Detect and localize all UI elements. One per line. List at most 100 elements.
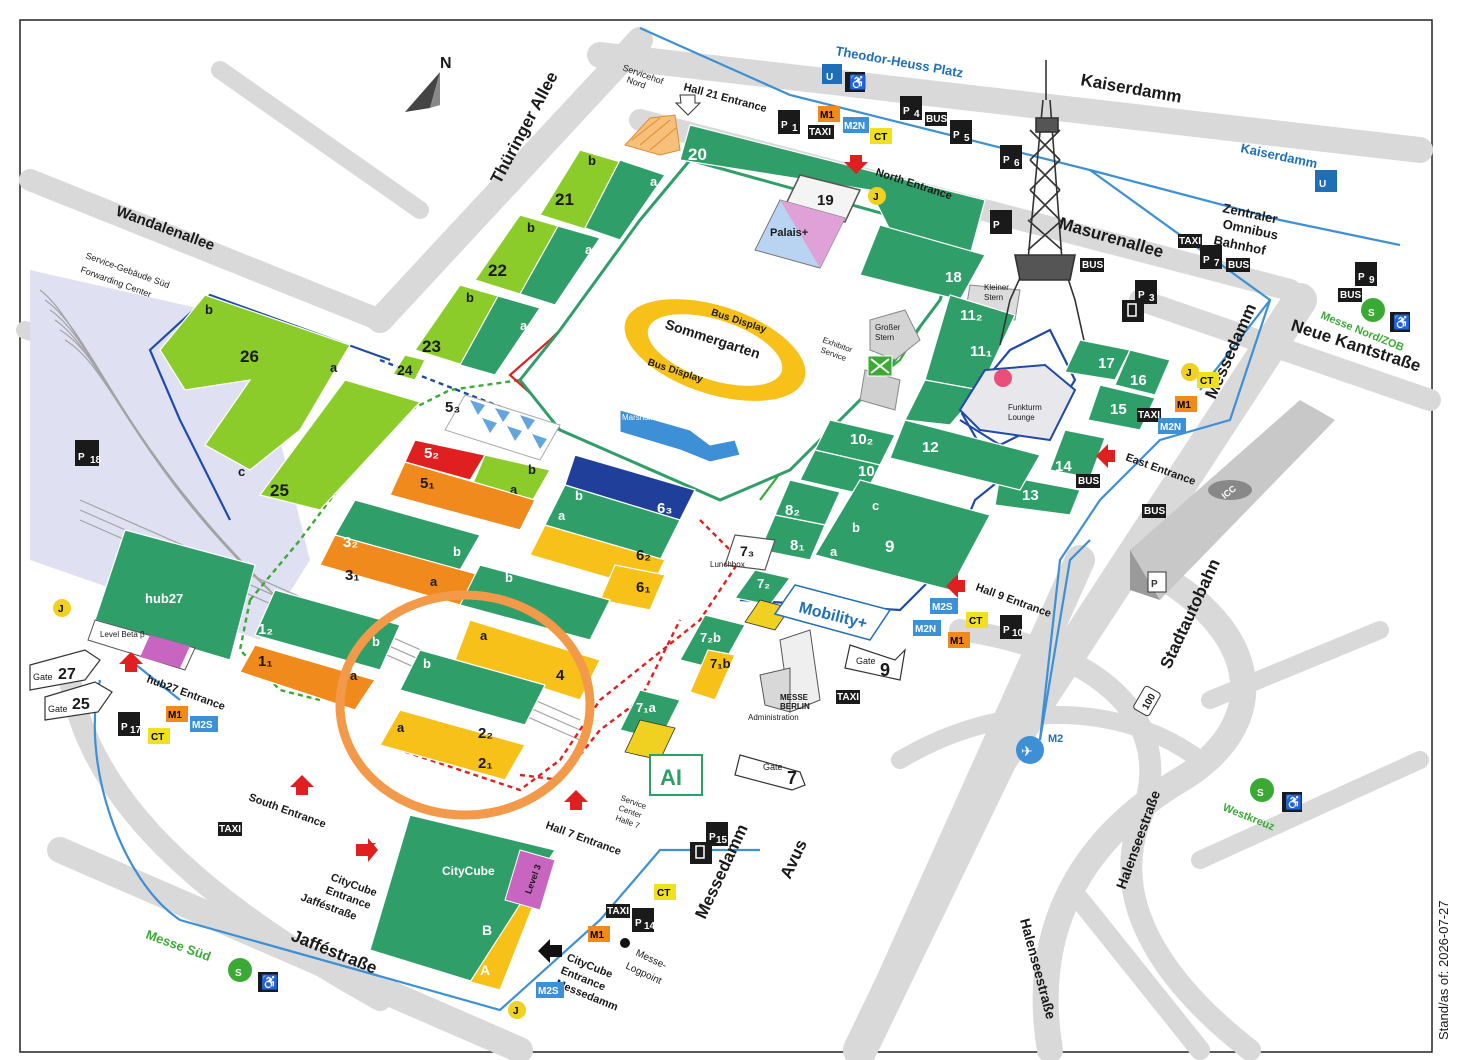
hall-6[interactable]: 6₃ b a 6₂ 6₁	[529, 454, 696, 611]
parking-1-icon[interactable]: P 1	[778, 110, 800, 134]
svg-text:P: P	[709, 832, 716, 843]
parking-17-icon[interactable]: P 17	[118, 712, 142, 736]
gate-9[interactable]: Gate 9	[844, 644, 906, 681]
svg-text:25: 25	[72, 696, 90, 713]
hall-14[interactable]: 14	[1049, 429, 1106, 479]
parking-7-icon[interactable]: P 7	[1200, 245, 1222, 269]
palais-plus[interactable]: Palais+	[754, 199, 846, 269]
bus-messe-nord-icon[interactable]: BUS	[1338, 288, 1362, 302]
hall-25[interactable]: 25	[258, 379, 422, 511]
taxi-gate9-icon[interactable]: TAXI	[836, 690, 860, 704]
parking-10-icon[interactable]: P 10	[1000, 615, 1024, 639]
hall-26[interactable]: 26 b a c	[159, 294, 351, 479]
citytour-ct-north-icon[interactable]: CT	[870, 128, 892, 144]
bus-masurenallee-icon[interactable]: BUS	[1080, 258, 1104, 272]
parking-18-icon[interactable]: P 18	[75, 440, 102, 466]
parking-icc-icon[interactable]: P	[1147, 571, 1167, 593]
svg-text:P: P	[1138, 290, 1145, 301]
svg-text:7₂: 7₂	[757, 576, 770, 591]
svg-text:17: 17	[1098, 355, 1115, 372]
bus-m2n-north-icon[interactable]: M2N	[843, 117, 869, 133]
svg-text:♿: ♿	[261, 974, 278, 991]
taxi-zob-icon[interactable]: TAXI	[1178, 234, 1202, 248]
svg-text:M1: M1	[168, 710, 182, 721]
hall-8[interactable]: 8₂ 8₁	[759, 479, 841, 561]
bus-zob-icon[interactable]: BUS	[1226, 258, 1250, 272]
marshall-haus[interactable]: Marshall-Haus	[619, 409, 741, 463]
svg-text:S: S	[235, 968, 242, 979]
svg-text:M2N: M2N	[1160, 422, 1181, 433]
hall-12[interactable]: 12	[889, 419, 1041, 491]
citytour-ct-hub27-icon[interactable]: CT	[148, 728, 170, 744]
svg-text:23: 23	[422, 337, 441, 356]
citytour-ct-citycube-icon[interactable]: CT	[654, 884, 676, 900]
hall-16[interactable]: 16	[1114, 349, 1171, 396]
parking-14-icon[interactable]: P 14	[632, 908, 656, 932]
hall-2[interactable]: 2₂ 2₁ b a a	[379, 649, 546, 781]
gate-25[interactable]: Gate 25	[44, 681, 113, 721]
bus-m2n-east-icon[interactable]: M2N	[1158, 418, 1186, 434]
svg-text:B: B	[482, 922, 492, 938]
parking-15-icon[interactable]: P 15	[690, 822, 728, 864]
sbahn-messe-sued-icon[interactable]: S ♿	[228, 958, 278, 992]
sbahn-messe-nord-icon[interactable]: S ♿	[1361, 298, 1410, 332]
parking-6-icon[interactable]: P 6	[1000, 145, 1022, 169]
hall-11[interactable]: 11₂ 11₁	[904, 294, 1016, 426]
svg-text:b: b	[852, 520, 860, 535]
tram-m1-east-icon[interactable]: M1	[1175, 396, 1197, 412]
hall-3[interactable]: 3₂ 3₁ b a	[319, 499, 481, 606]
hall-18[interactable]: 18	[859, 224, 986, 301]
sbahn-westkreuz-icon[interactable]: S ♿	[1250, 778, 1302, 812]
bus-4-icon[interactable]: BUS	[925, 112, 947, 126]
sommergarten[interactable]: Sommergarten Bus Display Bus Display	[611, 278, 820, 422]
gate-7[interactable]: Gate 7	[734, 754, 806, 791]
svg-text:P: P	[993, 220, 1000, 231]
parking-5-icon[interactable]: P 5	[950, 120, 972, 144]
parking-4-icon[interactable]: P 4	[900, 96, 922, 120]
tram-m1-citycube-icon[interactable]: M1	[588, 926, 610, 942]
gate-27[interactable]: Gate 27	[29, 649, 101, 691]
tram-m1-hub27-icon[interactable]: M1	[166, 706, 188, 722]
ubahn-kaiserdamm-icon[interactable]: U	[1315, 170, 1337, 192]
hall-10[interactable]: 10₂ 10₁	[799, 419, 896, 496]
svg-text:A: A	[480, 962, 490, 978]
hall-24[interactable]: 24	[392, 354, 426, 381]
bus-m2-airport-icon[interactable]: ✈ M2	[1016, 733, 1063, 764]
citytour-ct-east-icon[interactable]: CT	[1197, 372, 1219, 388]
hall-23[interactable]: 23 b a	[414, 284, 541, 376]
hall-17[interactable]: 17	[1064, 339, 1131, 381]
hall-4[interactable]: b a 4	[454, 564, 611, 701]
parking-2-icon[interactable]: P	[990, 210, 1012, 234]
bus-icc-icon[interactable]: BUS	[1142, 504, 1166, 518]
bus-m2s-citycube-icon[interactable]: M2S	[536, 982, 564, 998]
parking-9-icon[interactable]: P 9	[1355, 262, 1377, 286]
svg-text:Stern: Stern	[984, 293, 1003, 302]
taxi-north-icon[interactable]: TAXI	[808, 125, 834, 139]
funkturm-lounge-area	[958, 363, 1077, 442]
svg-text:a: a	[650, 174, 658, 189]
bus-m2s-hall9-icon[interactable]: M2S	[930, 598, 958, 614]
citycube[interactable]: CityCube Level 3 B A	[369, 814, 556, 991]
hall-7[interactable]: 7₃ 7₂ 7₂b 7₁b 7₁a	[619, 534, 792, 761]
svg-text:7₂b: 7₂b	[700, 630, 721, 645]
taxi-east-icon[interactable]: TAXI	[1137, 408, 1161, 422]
ubahn-theodor-heuss-icon[interactable]: U	[822, 64, 842, 84]
tram-m1-north-icon[interactable]: M1	[818, 106, 840, 122]
hall-21[interactable]: 21 b a	[539, 149, 666, 241]
taxi-south-icon[interactable]: TAXI	[218, 822, 242, 836]
svg-text:M2S: M2S	[192, 720, 213, 731]
svg-text:a: a	[520, 318, 528, 333]
citytour-ct-hall9-icon[interactable]: CT	[966, 612, 988, 628]
svg-text:4: 4	[914, 109, 920, 120]
bus-m2s-hub27-icon[interactable]: M2S	[190, 716, 218, 732]
hall-5[interactable]: 5₃ 5₂ b a 5₁	[389, 394, 561, 531]
taxi-citycube-icon[interactable]: TAXI	[606, 904, 630, 918]
bus-m2n-hall9-icon[interactable]: M2N	[913, 620, 941, 636]
bus-east-entrance-icon[interactable]: BUS	[1076, 474, 1100, 488]
hall-22[interactable]: 22 b a	[474, 214, 601, 306]
svg-text:1₁: 1₁	[258, 653, 273, 670]
tram-m1-hall9-icon[interactable]: M1	[948, 632, 970, 648]
parking-3-icon[interactable]: P 3	[1135, 280, 1157, 304]
svg-text:3₂: 3₂	[343, 534, 358, 551]
hall-hub27[interactable]: hub27 Level Beta β	[87, 529, 256, 671]
